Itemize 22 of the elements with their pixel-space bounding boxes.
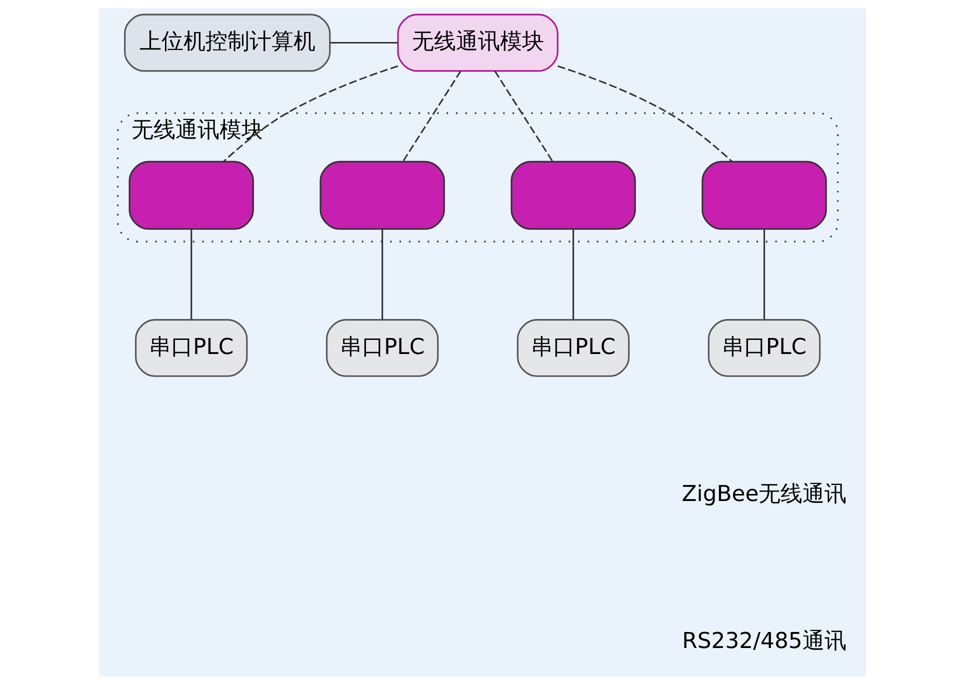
- connector: [402, 70, 462, 162]
- connector: [382, 229, 384, 320]
- node-box: [320, 160, 445, 230]
- connector: [330, 42, 398, 44]
- connector: [557, 65, 733, 162]
- node-box: 串口PLC: [516, 319, 630, 377]
- cluster: 无线通讯模块: [117, 112, 839, 242]
- node-box: 上位机控制计算机: [124, 14, 331, 72]
- node-box: 串口PLC: [326, 319, 439, 377]
- node-box: [510, 160, 636, 230]
- connector: [763, 229, 766, 320]
- node-box: 无线通讯模块: [397, 14, 558, 72]
- connector: [494, 70, 554, 162]
- legend-label: RS232/485通讯: [682, 629, 846, 654]
- node-box: 串口PLC: [135, 319, 248, 377]
- connector: [223, 65, 398, 162]
- connector: [572, 229, 574, 320]
- node-box: 串口PLC: [708, 319, 821, 377]
- legend-label: ZigBee无线通讯: [682, 482, 847, 507]
- node-box: [128, 160, 254, 230]
- connector: [190, 229, 192, 320]
- node-box: [702, 160, 827, 230]
